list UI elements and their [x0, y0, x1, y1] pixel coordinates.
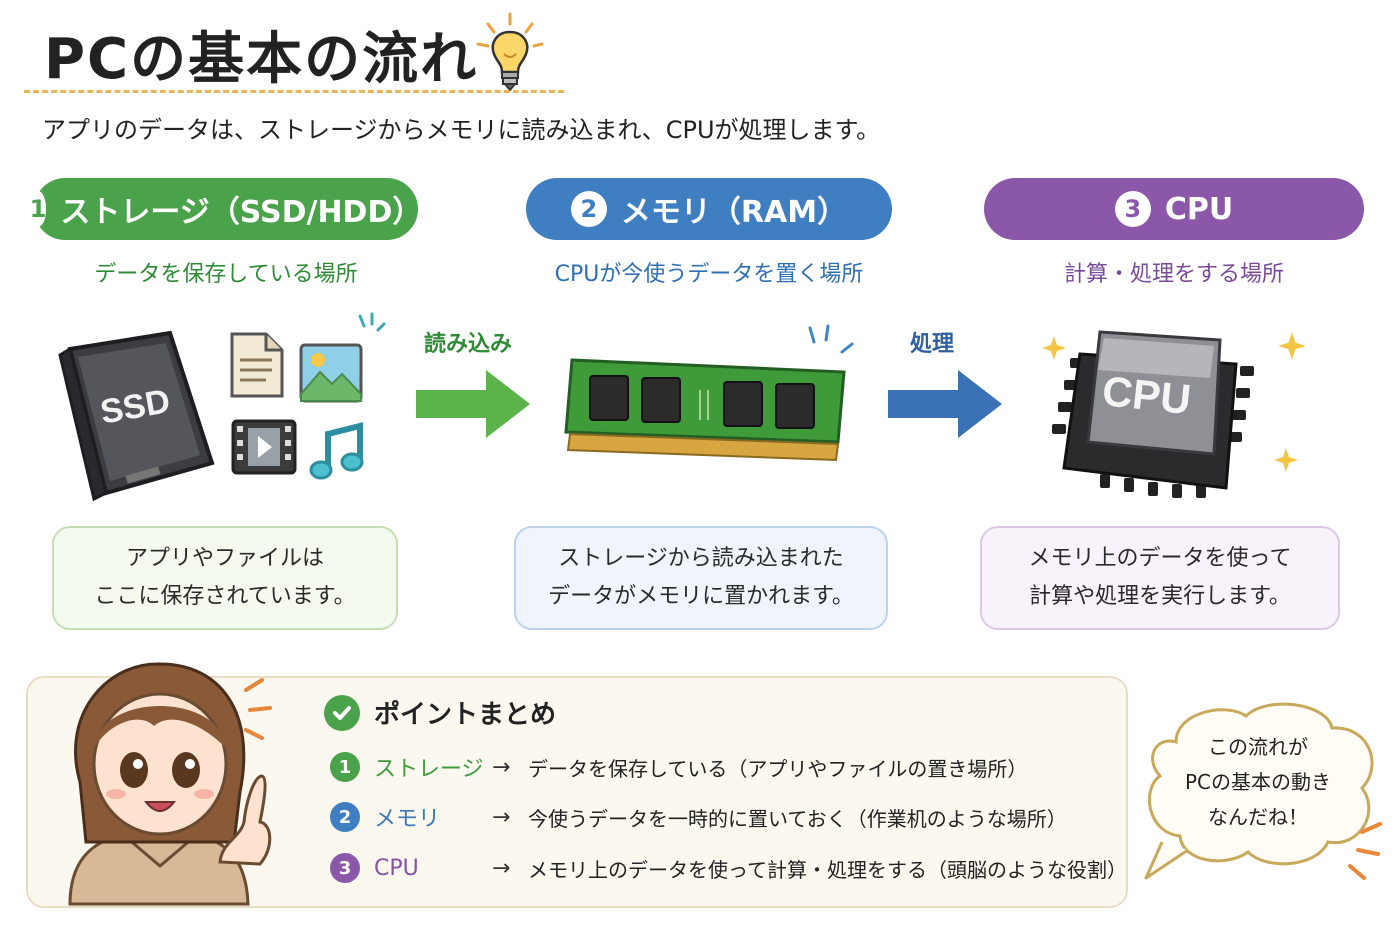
summary-row-number: 1 [330, 752, 360, 782]
ssd-illustration: SSD [58, 330, 215, 502]
summary-title: ポイントまとめ [374, 700, 557, 730]
stage-storage-header: 1 ストレージ（SSD/HDD） [29, 178, 422, 240]
music-icon [309, 422, 364, 480]
memory-description-line1: ストレージから読み込まれた [558, 546, 844, 571]
sparkle-icon [1278, 332, 1306, 360]
stage-cpu-header: 3 CPU [984, 178, 1364, 240]
speech-bubble-text: この流れが PCの基本の動き なんだね！ [1158, 730, 1358, 835]
summary-row-name: ストレージ [374, 757, 484, 782]
summary-row-cpu: 3 CPU → メモリ上のデータを使って計算・処理をする（頭脳のような役割） [330, 850, 1127, 886]
summary-row-number: 3 [330, 853, 360, 883]
stage-memory-header: 2 メモリ（RAM） [526, 178, 892, 240]
sparkle-icon [1042, 336, 1066, 360]
sparkle-icon [358, 312, 386, 332]
character-illustration [68, 662, 272, 906]
ram-illustration [564, 358, 846, 462]
stage-storage-subtitle: データを保存している場所 [94, 262, 358, 287]
image-icon [299, 343, 363, 403]
check-icon [324, 694, 360, 731]
summary-row-desc: 今使うデータを一時的に置いておく（作業机のような場所） [528, 806, 1067, 831]
process-arrow-icon [888, 370, 1002, 438]
sparkle-icon [808, 324, 854, 354]
summary-row-storage: 1 ストレージ → データを保存している（アプリやファイルの置き場所） [330, 749, 1027, 785]
page-title: PCの基本の流れ [44, 27, 479, 92]
summary-row-name: CPU [374, 855, 419, 881]
storage-description: アプリやファイルは ここに保存されています。 [52, 526, 398, 630]
summary-row-desc: メモリ上のデータを使って計算・処理をする（頭脳のような役割） [528, 857, 1127, 882]
read-arrow-icon [416, 370, 530, 438]
title-underline [24, 90, 564, 93]
summary-row-desc: データを保存している（アプリやファイルの置き場所） [528, 756, 1028, 781]
stage-memory-subtitle: CPUが今使うデータを置く場所 [554, 262, 864, 287]
summary-row-arrow: → [492, 754, 511, 780]
summary-row-arrow: → [492, 855, 511, 881]
stage-storage-label: ストレージ（SSD/HDD） [60, 195, 423, 230]
speech-bubble-line1: この流れが [1208, 735, 1308, 759]
video-icon [231, 419, 297, 475]
stage-cpu-number: 3 [1114, 191, 1151, 227]
stage-cpu-subtitle: 計算・処理をする場所 [1063, 262, 1284, 287]
summary-row-name: メモリ [374, 807, 441, 832]
summary-row-arrow: → [492, 804, 511, 830]
read-arrow-label: 読み込み [424, 332, 513, 357]
document-icon [230, 332, 284, 398]
cpu-description-line2: 計算や処理を実行します。 [1029, 584, 1291, 609]
memory-description: ストレージから読み込まれた データがメモリに置かれます。 [514, 526, 888, 630]
speech-bubble-line3: なんだね！ [1208, 805, 1308, 829]
stage-memory-number: 2 [570, 191, 607, 227]
speech-bubble-line2: PCの基本の動き [1184, 770, 1332, 794]
stage-cpu-label: CPU [1164, 191, 1234, 227]
sparkle-icon [1274, 448, 1298, 472]
process-arrow-label: 処理 [910, 332, 955, 357]
summary-row-number: 2 [330, 802, 360, 832]
speech-bubble [1144, 702, 1382, 880]
cpu-description: メモリ上のデータを使って 計算や処理を実行します。 [980, 526, 1340, 630]
memory-description-line2: データがメモリに置かれます。 [548, 584, 854, 609]
summary-header: ポイントまとめ [324, 694, 556, 731]
cpu-chip-label: CPU [1100, 367, 1193, 423]
summary-row-memory: 2 メモリ → 今使うデータを一時的に置いておく（作業机のような場所） [330, 799, 1067, 835]
storage-description-line1: アプリやファイルは [125, 546, 324, 571]
cpu-illustration: CPU [1052, 330, 1254, 498]
stage-memory-label: メモリ（RAM） [620, 195, 848, 230]
stage-storage-number: 1 [29, 191, 47, 227]
storage-description-line2: ここに保存されています。 [94, 584, 356, 609]
cpu-description-line1: メモリ上のデータを使って [1028, 546, 1292, 571]
lightbulb-icon [476, 12, 544, 92]
subtitle: アプリのデータは、ストレージからメモリに読み込まれ、CPUが処理します。 [42, 116, 881, 144]
